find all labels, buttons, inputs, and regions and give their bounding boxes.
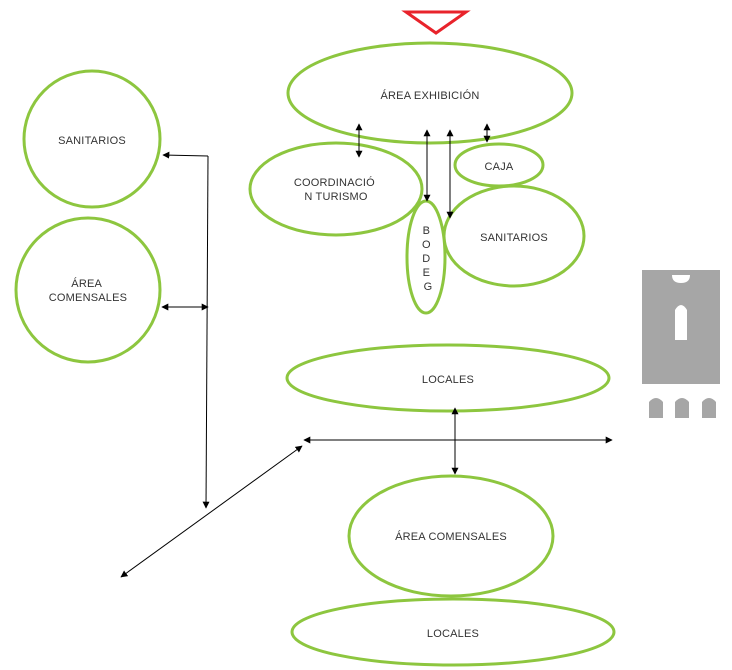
- node-label-bodega-e: E: [423, 267, 431, 279]
- tower-building-icon: [642, 270, 720, 418]
- svg-text:ÁREA COMENSALES: ÁREA COMENSALES: [49, 277, 127, 304]
- node-label-locales-bottom: LOCALES: [427, 628, 479, 640]
- node-label-bodega-o: O: [422, 239, 431, 251]
- node-bodega: B O D E G: [405, 199, 447, 315]
- node-sanitarios-left: SANITARIOS: [22, 69, 162, 209]
- node-area-comensales-left: ÁREA COMENSALES: [14, 216, 162, 364]
- node-area-exhibicion: ÁREA EXHIBICIÓN: [286, 41, 574, 145]
- node-label-sanitarios-right: SANITARIOS: [480, 232, 548, 244]
- node-area-comensales-center: ÁREA COMENSALES: [347, 474, 555, 598]
- connector-diagonal: [120, 445, 303, 578]
- node-label-sanitarios-left: SANITARIOS: [58, 135, 126, 147]
- node-caja: CAJA: [453, 142, 545, 188]
- svg-text:COORDINACIÓ N TURISMO: COORDINACIÓ N TURISMO: [294, 176, 378, 203]
- node-label-caja: CAJA: [485, 161, 514, 173]
- node-locales-bottom: LOCALES: [290, 597, 616, 667]
- node-locales-top: LOCALES: [285, 343, 611, 413]
- node-label-coordinacion-2: N TURISMO: [304, 191, 368, 203]
- svg-text:B O D E: B O D E G: [422, 225, 434, 293]
- node-label-area-exhibicion: ÁREA EXHIBICIÓN: [381, 89, 480, 102]
- node-label-bodega-d: D: [422, 253, 430, 265]
- node-label-locales-top: LOCALES: [422, 374, 474, 386]
- node-label-area-comensales-left-1: ÁREA: [71, 277, 102, 290]
- connector-left-vertical: [202, 155, 210, 509]
- connector-sanitarios-left-arrow: [162, 151, 209, 159]
- node-sanitarios-right: SANITARIOS: [442, 184, 586, 288]
- node-coordinacion-turismo: COORDINACIÓ N TURISMO: [248, 141, 424, 237]
- node-label-bodega-b: B: [423, 225, 431, 237]
- node-label-area-comensales-left-2: COMENSALES: [49, 292, 127, 304]
- node-label-coordinacion-1: COORDINACIÓ: [294, 176, 375, 189]
- node-label-area-comensales-center: ÁREA COMENSALES: [395, 530, 507, 543]
- node-label-bodega-g: G: [424, 281, 433, 293]
- entrance-triangle-icon: [401, 10, 471, 35]
